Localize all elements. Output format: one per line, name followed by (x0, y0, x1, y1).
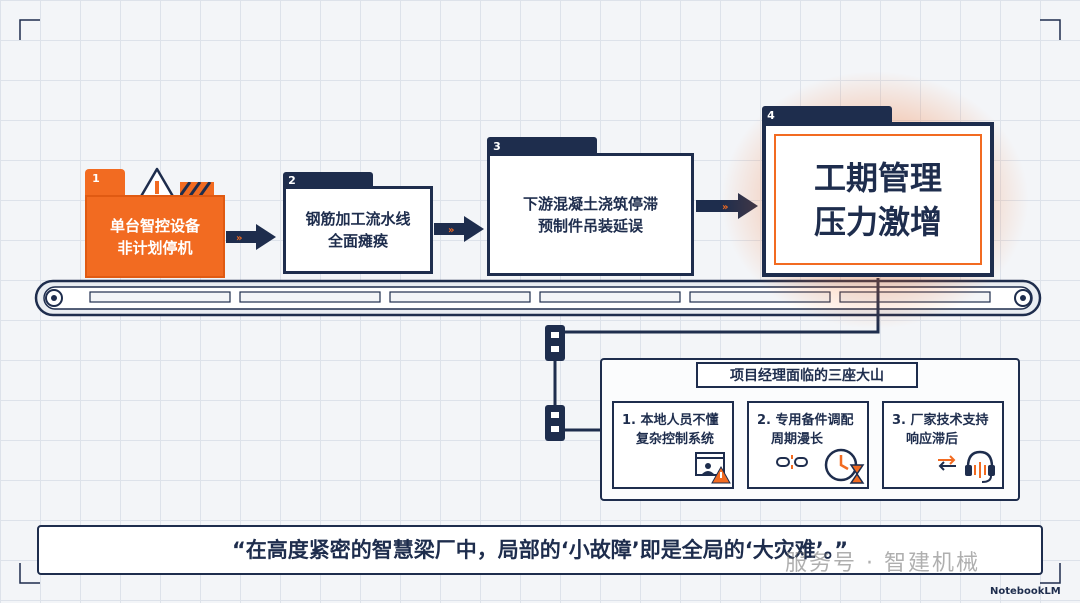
broken-link-icon (776, 455, 808, 469)
arrow-1-2: » (226, 224, 276, 250)
card-3-line1: 3. 厂家技术支持 (892, 413, 989, 428)
card-1-line2: 复杂控制系统 (636, 432, 715, 447)
step-1-line1: 单台智控设备 (109, 216, 200, 235)
step-4-line2: 压力激增 (813, 202, 942, 241)
step-1-tab (85, 169, 125, 197)
challenge-card-3: 3. 厂家技术支持 响应滞后 (882, 401, 1004, 489)
step-3-number: 3 (493, 139, 501, 153)
quote-bar (37, 525, 1043, 575)
step-1-line2: 非计划停机 (117, 238, 193, 257)
card-3-line2: 响应滞后 (906, 432, 959, 447)
step-3-box: 下游混凝土浇筑停滞预制件吊装延误 (487, 153, 694, 276)
challenge-card-2: 2. 专用备件调配 周期漫长 (747, 401, 869, 489)
transfer-arrows-icon (938, 455, 956, 471)
step-4-tab (762, 106, 892, 124)
connector-joints (545, 325, 565, 441)
step-2-line1: 钢筋加工流水线 (305, 210, 411, 228)
watermark-text: 服务号 · 智建机械 (785, 551, 980, 576)
step-3-line1: 下游混凝土浇筑停滞 (522, 194, 658, 213)
hazard-stripes (180, 182, 214, 196)
card-2-line2: 周期漫长 (771, 432, 824, 447)
card-1-line1: 1. 本地人员不懂 (622, 413, 719, 428)
step-4-line1: 工期管理 (813, 158, 942, 197)
panel-title: 项目经理面临的三座大山 (696, 362, 918, 388)
card-2-line1: 2. 专用备件调配 (757, 413, 854, 428)
step-3-tab (487, 137, 597, 155)
svg-text:»: » (448, 225, 454, 236)
step-4-number: 4 (767, 108, 775, 122)
challenge-card-1: 1. 本地人员不懂 复杂控制系统 (612, 401, 734, 489)
step-1-box: 单台智控设备非计划停机 (85, 195, 225, 278)
clock-hourglass-icon (824, 448, 865, 484)
headset-icon (965, 450, 995, 483)
step-1-number: 1 (92, 171, 100, 185)
step-2-line2: 全面瘫痪 (327, 232, 388, 250)
monitor-warning-icon (695, 452, 731, 484)
brand-label: NotebookLM (990, 586, 1061, 597)
step-2-box: 钢筋加工流水线全面瘫痪 (283, 186, 433, 274)
quote-text: “在高度紧密的智慧梁厂中，局部的‘小故障’即是全局的‘大灾难’。” (231, 538, 848, 562)
step-4-box: 工期管理压力激增 (762, 122, 994, 277)
arrow-2-3: » (434, 216, 484, 242)
step-2-number: 2 (288, 173, 296, 187)
svg-text:»: » (236, 233, 242, 244)
step-3-line2: 预制件吊装延误 (537, 216, 643, 235)
step-2-tab (283, 172, 373, 188)
